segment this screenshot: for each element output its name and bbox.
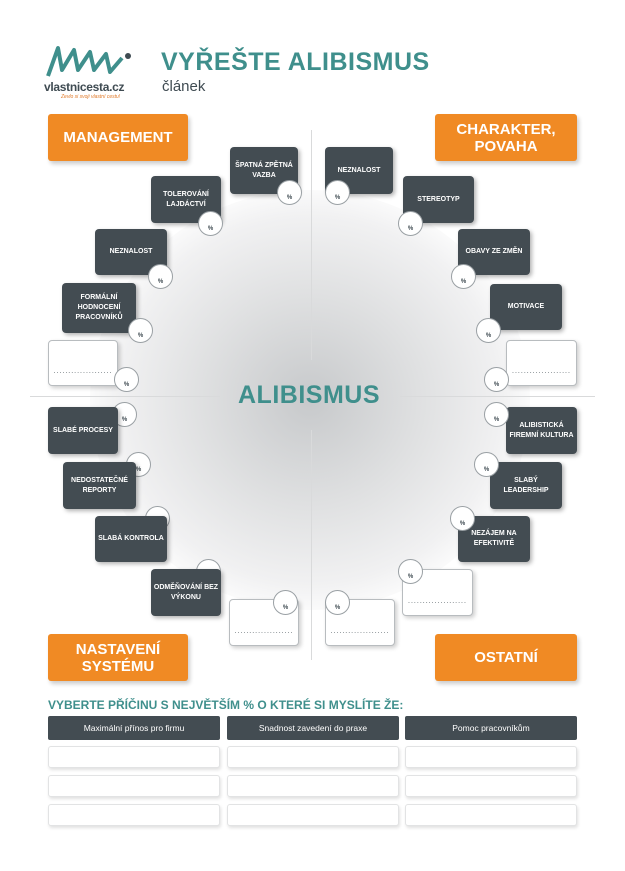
- logo-tagline: Zevlo si svoji vlastní cestu!: [61, 94, 121, 100]
- percent-circle[interactable]: %: [398, 211, 423, 236]
- table-cell-input[interactable]: [48, 775, 220, 797]
- category-nastaveni: NASTAVENÍ SYSTÉMU: [48, 634, 188, 681]
- cause-card: ODMĚŇOVÁNÍ BEZ VÝKONU: [151, 569, 221, 616]
- table-cell-input[interactable]: [227, 804, 399, 826]
- table-cell-input[interactable]: [48, 804, 220, 826]
- axis-line-top: [311, 130, 312, 360]
- percent-circle[interactable]: %: [273, 590, 298, 615]
- logo-text: vlastnicesta.cz: [44, 80, 125, 94]
- percent-circle[interactable]: %: [474, 452, 499, 477]
- axis-line-right: [400, 396, 595, 397]
- percent-circle[interactable]: %: [476, 318, 501, 343]
- table-cell-input[interactable]: [227, 746, 399, 768]
- percent-circle[interactable]: %: [277, 180, 302, 205]
- category-management: MANAGEMENT: [48, 114, 188, 161]
- percent-circle[interactable]: %: [484, 367, 509, 392]
- table-header: Pomoc pracovníkům: [405, 716, 577, 740]
- table-header: Maximální přínos pro firmu: [48, 716, 220, 740]
- percent-circle[interactable]: %: [198, 211, 223, 236]
- page-title: VYŘEŠTE ALIBISMUS: [161, 48, 430, 76]
- table-cell-input[interactable]: [405, 775, 577, 797]
- blank-cause-card[interactable]: ....................: [48, 340, 118, 386]
- percent-circle[interactable]: %: [398, 559, 423, 584]
- cause-card: NEDOSTATEČNÉ REPORTY: [63, 462, 136, 509]
- cause-card: SLABÝ LEADERSHIP: [490, 462, 562, 509]
- table-cell-input[interactable]: [405, 746, 577, 768]
- axis-line-left: [30, 396, 220, 397]
- percent-circle[interactable]: %: [450, 506, 475, 531]
- blank-cause-card[interactable]: ....................: [506, 340, 577, 386]
- percent-circle[interactable]: %: [148, 264, 173, 289]
- category-charakter: CHARAKTER, POVAHA: [435, 114, 577, 161]
- percent-circle[interactable]: %: [128, 318, 153, 343]
- percent-circle[interactable]: %: [325, 590, 350, 615]
- percent-circle[interactable]: %: [451, 264, 476, 289]
- cause-card: ALIBISTICKÁ FIREMNÍ KULTURA: [506, 407, 577, 454]
- percent-circle[interactable]: %: [325, 180, 350, 205]
- table-cell-input[interactable]: [405, 804, 577, 826]
- cause-card: FORMÁLNÍ HODNOCENÍ PRACOVNÍKŮ: [62, 283, 136, 333]
- percent-circle[interactable]: %: [114, 367, 139, 392]
- cause-card: SLABÁ KONTROLA: [95, 516, 167, 562]
- blank-cause-card[interactable]: ....................: [229, 599, 299, 646]
- category-ostatni: OSTATNÍ: [435, 634, 577, 681]
- question-text: VYBERTE PŘÍČINU S NEJVĚTŠÍM % O KTERÉ SI…: [48, 698, 404, 712]
- cause-card: NEZNALOST: [325, 147, 393, 194]
- table-cell-input[interactable]: [48, 746, 220, 768]
- cause-card: MOTIVACE: [490, 284, 562, 330]
- cause-card: SLABÉ PROCESY: [48, 407, 118, 454]
- table-cell-input[interactable]: [227, 775, 399, 797]
- table-header: Snadnost zavedení do praxe: [227, 716, 399, 740]
- percent-circle[interactable]: %: [484, 402, 509, 427]
- page-subtitle: článek: [162, 78, 206, 95]
- logo-icon: [46, 46, 131, 77]
- center-label: ALIBISMUS: [238, 381, 380, 409]
- axis-line-bottom: [311, 430, 312, 660]
